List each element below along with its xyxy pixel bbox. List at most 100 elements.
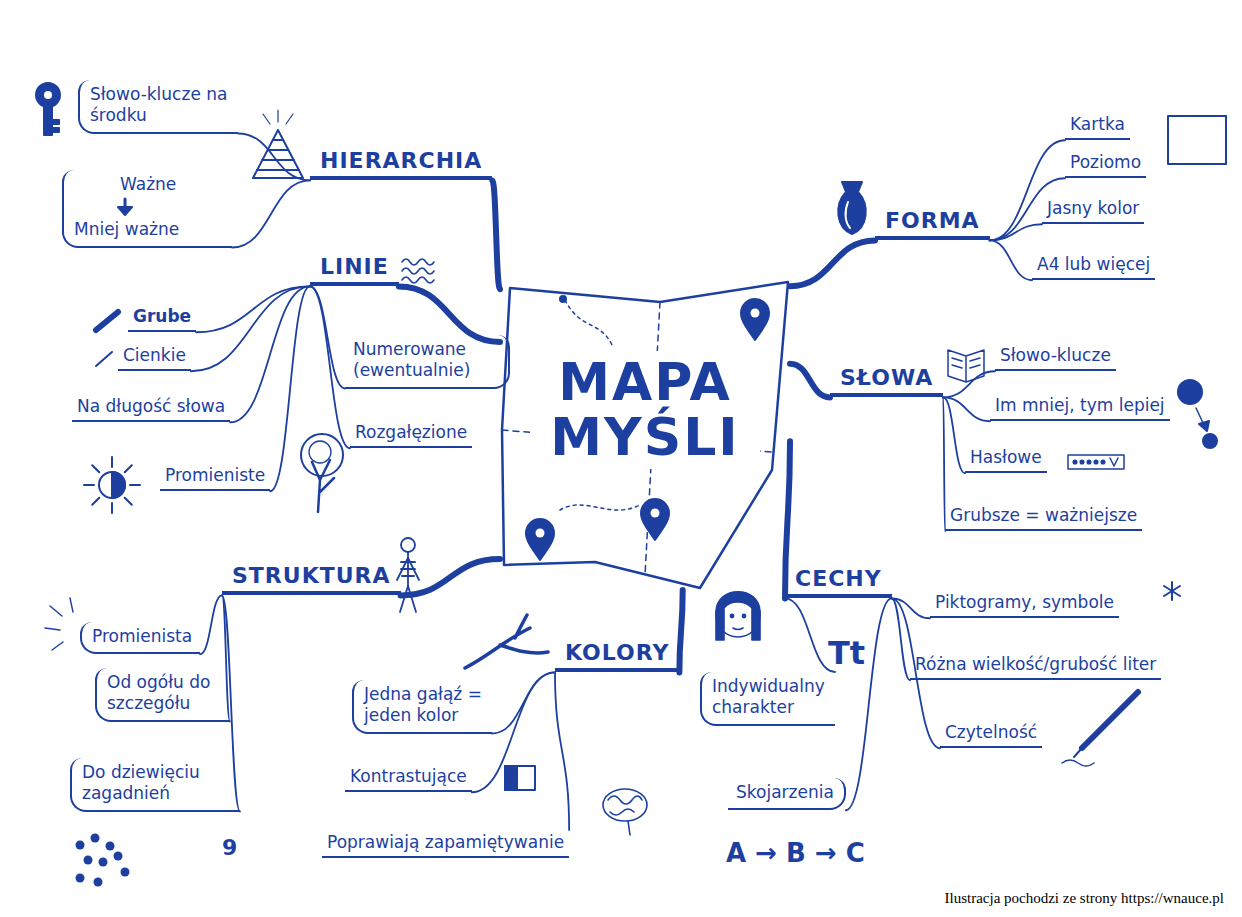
node-text: Słowo-klucze	[1000, 345, 1111, 366]
count-number: 9	[222, 835, 237, 860]
size-circles	[1178, 380, 1217, 448]
branch-line	[238, 134, 310, 181]
nine-dots	[76, 834, 130, 887]
node-text: Numerowane (ewentualnie)	[353, 339, 498, 382]
branch-item: Cienkie	[118, 343, 191, 371]
branch-item: Skojarzenia	[728, 778, 846, 810]
branch-item: Kontrastujące	[345, 764, 472, 792]
main-branch: HIERARCHIA	[310, 148, 492, 180]
node-text: FORMA	[885, 208, 980, 234]
caption-text: Ilustracja pochodzi ze strony https://wn…	[945, 890, 1225, 906]
branch-line	[200, 595, 222, 654]
node-text: Grubsze = ważniejsze	[950, 505, 1137, 526]
contrast-flag	[505, 766, 535, 790]
branch-item: Hasłowe	[965, 445, 1047, 473]
main-branch: SŁOWA	[830, 365, 943, 397]
thin-line-sample	[96, 352, 112, 366]
branch-item: Poprawiają zapamiętywanie	[322, 830, 569, 858]
branch-line	[230, 286, 310, 422]
branch-item: WażneMniej ważne	[62, 170, 232, 248]
branch-item: Promienista	[80, 622, 200, 654]
node-text: Od ogółu do szczegółu	[107, 672, 222, 715]
skeleton-icon	[397, 538, 419, 612]
map-illustration	[502, 282, 788, 588]
source-credit: Ilustracja pochodzi ze strony https://wn…	[945, 890, 1225, 907]
node-text: MAPA MYŚLI	[530, 351, 760, 468]
branch-item: Od ogółu do szczegółu	[95, 668, 230, 722]
face-icon	[716, 592, 760, 640]
branch-line	[990, 224, 1042, 240]
node-text: Hasłowe	[970, 447, 1042, 468]
main-branch: CECHY	[785, 566, 892, 598]
radial-rays	[45, 598, 73, 650]
node-text: SŁOWA	[840, 365, 933, 391]
branch-item: Jedna gałąź = jeden kolor	[352, 680, 492, 734]
main-branch: LINIE	[310, 254, 399, 286]
branch-item: Czytelność	[940, 720, 1042, 748]
branch-item: Kartka	[1065, 112, 1130, 140]
node-text: Ważne	[74, 174, 224, 195]
brain-icon	[603, 789, 647, 835]
branch-item: Indywidualny charakter	[700, 672, 835, 726]
label-text: 9	[222, 835, 237, 860]
branch-item: Na długość słowa	[72, 394, 230, 422]
branch-item: Różna wielkość/grubość liter	[910, 652, 1161, 680]
node-text: Cienkie	[123, 345, 186, 366]
branch-icon	[465, 615, 548, 668]
branch-line	[990, 140, 1065, 240]
node-text: Jedna gałąź = jeden kolor	[364, 684, 484, 727]
branch-line	[785, 598, 835, 672]
branch-line	[399, 286, 500, 342]
node-text: Czytelność	[945, 722, 1037, 743]
node-text: Poprawiają zapamiętywanie	[327, 832, 564, 853]
branch-item: Poziomo	[1065, 150, 1146, 178]
book-icon	[948, 350, 984, 382]
branch-line	[492, 672, 555, 733]
branch-line	[492, 180, 500, 289]
node-text: Do dziewięciu zagadnień	[82, 762, 232, 805]
node-text: STRUKTURA	[232, 563, 391, 589]
node-text: Na długość słowa	[77, 396, 225, 417]
branch-item: Grubsze = ważniejsze	[945, 503, 1142, 531]
branch-line	[943, 371, 995, 397]
branch-item: Rozgałęzione	[350, 420, 472, 448]
branch-item: Piktogramy, symbole	[930, 590, 1119, 618]
node-text: Różna wielkość/grubość liter	[915, 654, 1156, 675]
branch-item: Promieniste	[160, 463, 270, 491]
main-branch: STRUKTURA	[222, 563, 401, 595]
thick-line-sample	[96, 312, 118, 330]
pyramid-icon	[253, 110, 303, 178]
branch-item: A4 lub więcej	[1032, 252, 1155, 280]
node-text: Słowo-klucze na środku	[90, 84, 230, 127]
asterisk-symbol	[1164, 582, 1180, 600]
paper-sheet	[1168, 116, 1226, 164]
branch-item: Numerowane (ewentualnie)	[345, 335, 510, 389]
branch-line	[790, 240, 875, 286]
node-text: KOLORY	[565, 640, 669, 666]
branch-line	[310, 286, 345, 388]
branch-line	[310, 286, 350, 448]
tree-icon	[301, 434, 343, 512]
central-topic: MAPA MYŚLI	[500, 280, 790, 590]
node-text: LINIE	[320, 254, 389, 280]
main-branch: KOLORY	[555, 640, 679, 672]
association-chain: A → B → C	[726, 838, 865, 868]
branch-item: Grube	[128, 304, 196, 332]
branch-line	[555, 672, 569, 830]
node-text: Grube	[133, 306, 191, 327]
node-text: Indywidualny charakter	[712, 676, 827, 719]
vase-icon	[838, 182, 865, 234]
branch-line	[892, 598, 910, 680]
branch-item: Słowo-klucze na środku	[78, 80, 238, 134]
sun-icon	[84, 457, 140, 513]
node-text: Promieniste	[165, 465, 265, 486]
branch-item: Do dziewięciu zagadnień	[70, 758, 240, 812]
down-arrow	[118, 199, 132, 215]
node-text: A4 lub więcej	[1037, 254, 1150, 275]
node-text: Rozgałęzione	[355, 422, 467, 443]
wave-icon	[402, 259, 434, 283]
branch-line	[232, 180, 310, 247]
text-size-symbol: Tt	[828, 634, 865, 672]
node-text: Mniej ważne	[74, 219, 224, 240]
